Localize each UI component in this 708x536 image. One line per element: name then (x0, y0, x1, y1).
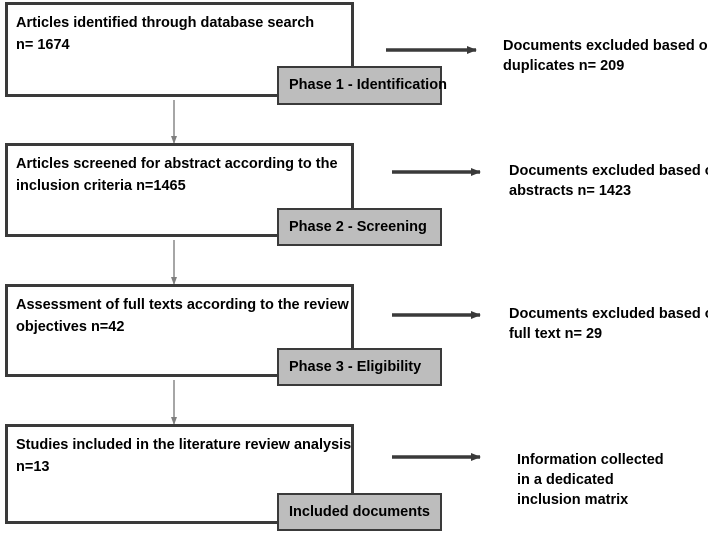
phase-label-screening: Phase 2 - Screening (277, 208, 442, 246)
result-text-line: Documents excluded based on (509, 306, 708, 322)
result-text-line: duplicates n= 209 (503, 58, 625, 74)
result-text-line: in a dedicated (517, 472, 614, 488)
stage-text-line: n=13 (16, 459, 50, 475)
phase-label-identification: Phase 1 - Identification (277, 66, 447, 105)
phase-label-included: Included documents (277, 493, 442, 531)
stage-text-line: Studies included in the literature revie… (16, 437, 352, 453)
result-text-included: Information collected in a dedicated inc… (517, 450, 664, 510)
result-text-line: abstracts n= 1423 (509, 183, 632, 199)
result-text-eligibility: Documents excluded based on full text n=… (509, 304, 708, 344)
result-text-line: Information collected (517, 452, 664, 468)
stage-text-line: n= 1674 (16, 37, 70, 53)
result-text-line: Documents excluded based on (509, 163, 708, 179)
stage-text-line: Assessment of full texts according to th… (16, 297, 349, 313)
stage-text-line: inclusion criteria n=1465 (16, 178, 186, 194)
phase-label-eligibility: Phase 3 - Eligibility (277, 348, 442, 386)
result-text-screening: Documents excluded based on abstracts n=… (509, 161, 708, 201)
result-text-line: inclusion matrix (517, 492, 629, 508)
stage-text-line: Articles identified through database sea… (16, 15, 315, 31)
result-text-identification: Documents excluded based on duplicates n… (503, 36, 708, 76)
result-text-line: Documents excluded based on (503, 38, 708, 54)
stage-text-line: objectives n=42 (16, 319, 125, 335)
result-text-line: full text n= 29 (509, 326, 603, 342)
stage-text-line: Articles screened for abstract according… (16, 156, 338, 172)
